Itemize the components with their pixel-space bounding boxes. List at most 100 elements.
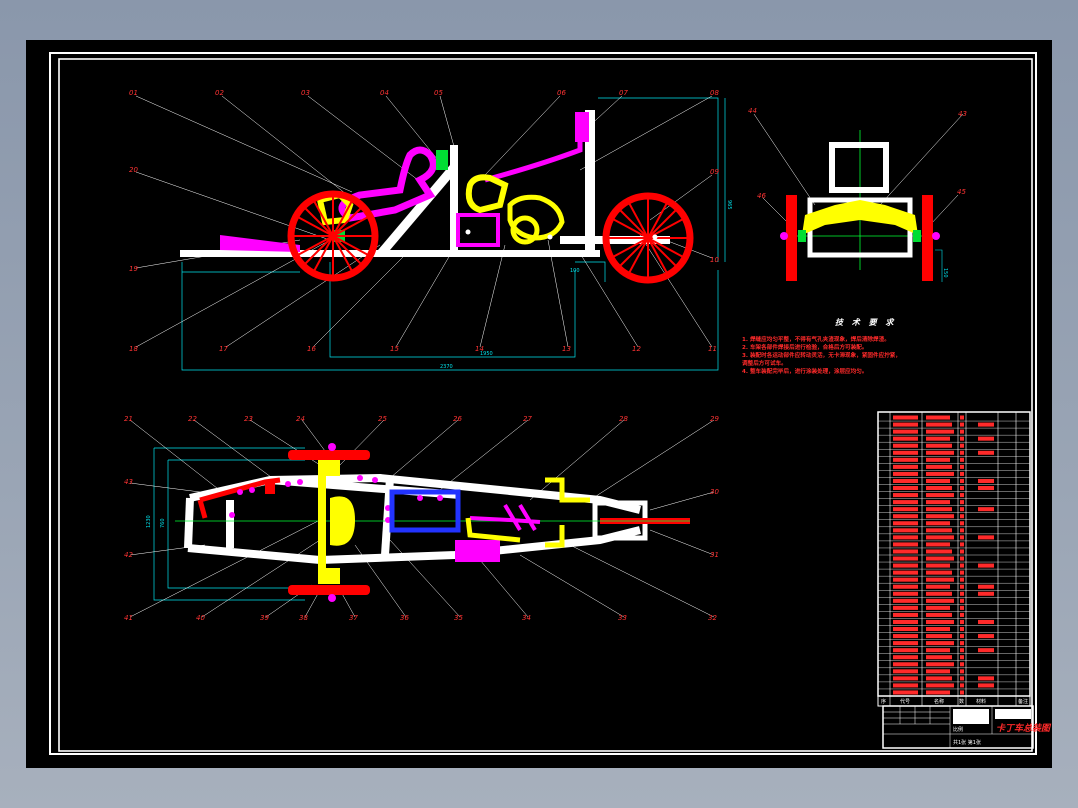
- parts-row-material: [978, 584, 994, 589]
- title-scale-label: 比例: [953, 726, 963, 733]
- top-yellow-link: [465, 517, 521, 543]
- side-hub-dot: [465, 229, 471, 235]
- callout-07: 07: [619, 89, 628, 97]
- parts-row-qty: [960, 514, 964, 519]
- parts-row-qty: [960, 577, 964, 582]
- parts-row-name: [926, 450, 954, 455]
- callout-36: 36: [400, 614, 409, 622]
- dim-2370: 2370: [440, 364, 453, 370]
- top-kingpin-left: [318, 460, 340, 476]
- parts-row-code: [893, 450, 918, 455]
- parts-row-material: [978, 591, 994, 596]
- parts-row-code: [893, 627, 918, 632]
- side-engine: [465, 174, 509, 214]
- parts-row-code: [893, 436, 918, 441]
- side-clutch: [510, 215, 540, 245]
- front-seat-back: [829, 142, 889, 193]
- side-hub-dot-2: [547, 234, 553, 240]
- parts-row-qty: [960, 669, 964, 674]
- callout-12: 12: [632, 345, 641, 353]
- parts-row-code: [893, 507, 918, 512]
- parts-row-code: [893, 570, 918, 575]
- parts-row-material: [978, 450, 994, 455]
- front-left-hub: [780, 232, 788, 240]
- callout-41: 41: [124, 614, 133, 622]
- parts-row-code: [893, 542, 918, 547]
- side-seat-post: [450, 145, 458, 250]
- callout-44: 44: [748, 107, 757, 115]
- parts-row-name: [926, 514, 954, 519]
- parts-row-code: [893, 457, 918, 462]
- parts-row-qty: [960, 500, 964, 505]
- parts-row-qty: [960, 464, 964, 469]
- tech-req-item-5: 4. 整车装配完毕后，进行涂装处理，涂层应均匀。: [742, 367, 867, 375]
- callout-33: 33: [618, 614, 627, 622]
- parts-row-qty: [960, 528, 964, 533]
- parts-row-material: [978, 478, 994, 483]
- parts-row-qty: [960, 598, 964, 603]
- callout-18: 18: [129, 345, 138, 353]
- parts-row-code: [893, 415, 918, 420]
- parts-list-rows: [878, 415, 1030, 697]
- parts-header-name: 名称: [934, 698, 944, 705]
- parts-header-material: 材料: [976, 698, 986, 705]
- parts-row-name: [926, 563, 950, 568]
- tech-req-item-2: 2. 车架各部件焊接后进行检验，合格后方可装配。: [742, 343, 867, 351]
- callout-32: 32: [708, 614, 717, 622]
- parts-row-qty: [960, 493, 964, 498]
- parts-row-code: [893, 676, 918, 681]
- callout-42: 42: [124, 551, 133, 559]
- callout-20: 20: [129, 166, 138, 174]
- parts-row-material: [978, 436, 994, 441]
- drawing-title: 卡丁车总装图: [996, 723, 1052, 734]
- parts-row-qty: [960, 429, 964, 434]
- side-hub-dot-3: [652, 234, 658, 240]
- parts-row-name: [926, 443, 952, 448]
- front-right-wheel: [922, 195, 933, 281]
- top-rear-bracket: [545, 477, 590, 503]
- parts-row-name: [926, 627, 950, 632]
- side-view-dimensions: [181, 97, 726, 371]
- side-engine-block: [507, 194, 565, 241]
- side-fuel-line: [484, 120, 583, 183]
- tech-req-title: 技 术 要 求: [835, 318, 896, 327]
- parts-row-qty: [960, 457, 964, 462]
- parts-row-code: [893, 655, 918, 660]
- parts-row-name: [926, 648, 950, 653]
- outer-border: [49, 52, 1037, 755]
- parts-row-name: [926, 422, 952, 427]
- parts-row-qty: [960, 641, 964, 646]
- parts-row-qty: [960, 563, 964, 568]
- callout-26: 26: [453, 415, 462, 423]
- callout-45: 45: [957, 188, 966, 196]
- title-block: 卡丁车总装图 比例 共1张 第1张: [882, 705, 1052, 749]
- parts-row-name: [926, 591, 952, 596]
- parts-row-code: [893, 634, 918, 639]
- callout-03: 03: [301, 89, 310, 97]
- parts-row-code: [893, 577, 918, 582]
- callout-16: 16: [307, 345, 316, 353]
- parts-row-name: [926, 521, 950, 526]
- parts-row-qty: [960, 542, 964, 547]
- side-rear-post: [585, 110, 595, 250]
- parts-row-name: [926, 662, 954, 667]
- parts-row-name: [926, 641, 954, 646]
- parts-row-code: [893, 493, 918, 498]
- callout-22: 22: [188, 415, 197, 423]
- parts-row-qty: [960, 612, 964, 617]
- parts-row-qty: [960, 549, 964, 554]
- parts-row-name: [926, 486, 952, 491]
- parts-row-code: [893, 528, 918, 533]
- callout-04: 04: [380, 89, 389, 97]
- callout-46: 46: [757, 192, 766, 200]
- parts-row-code: [893, 443, 918, 448]
- parts-row-name: [926, 535, 954, 540]
- callout-11: 11: [708, 345, 717, 353]
- parts-row-qty: [960, 556, 964, 561]
- top-front-wheel-left: [288, 450, 370, 460]
- parts-row-code: [893, 478, 918, 483]
- callout-17: 17: [219, 345, 228, 353]
- callout-19: 19: [129, 265, 138, 273]
